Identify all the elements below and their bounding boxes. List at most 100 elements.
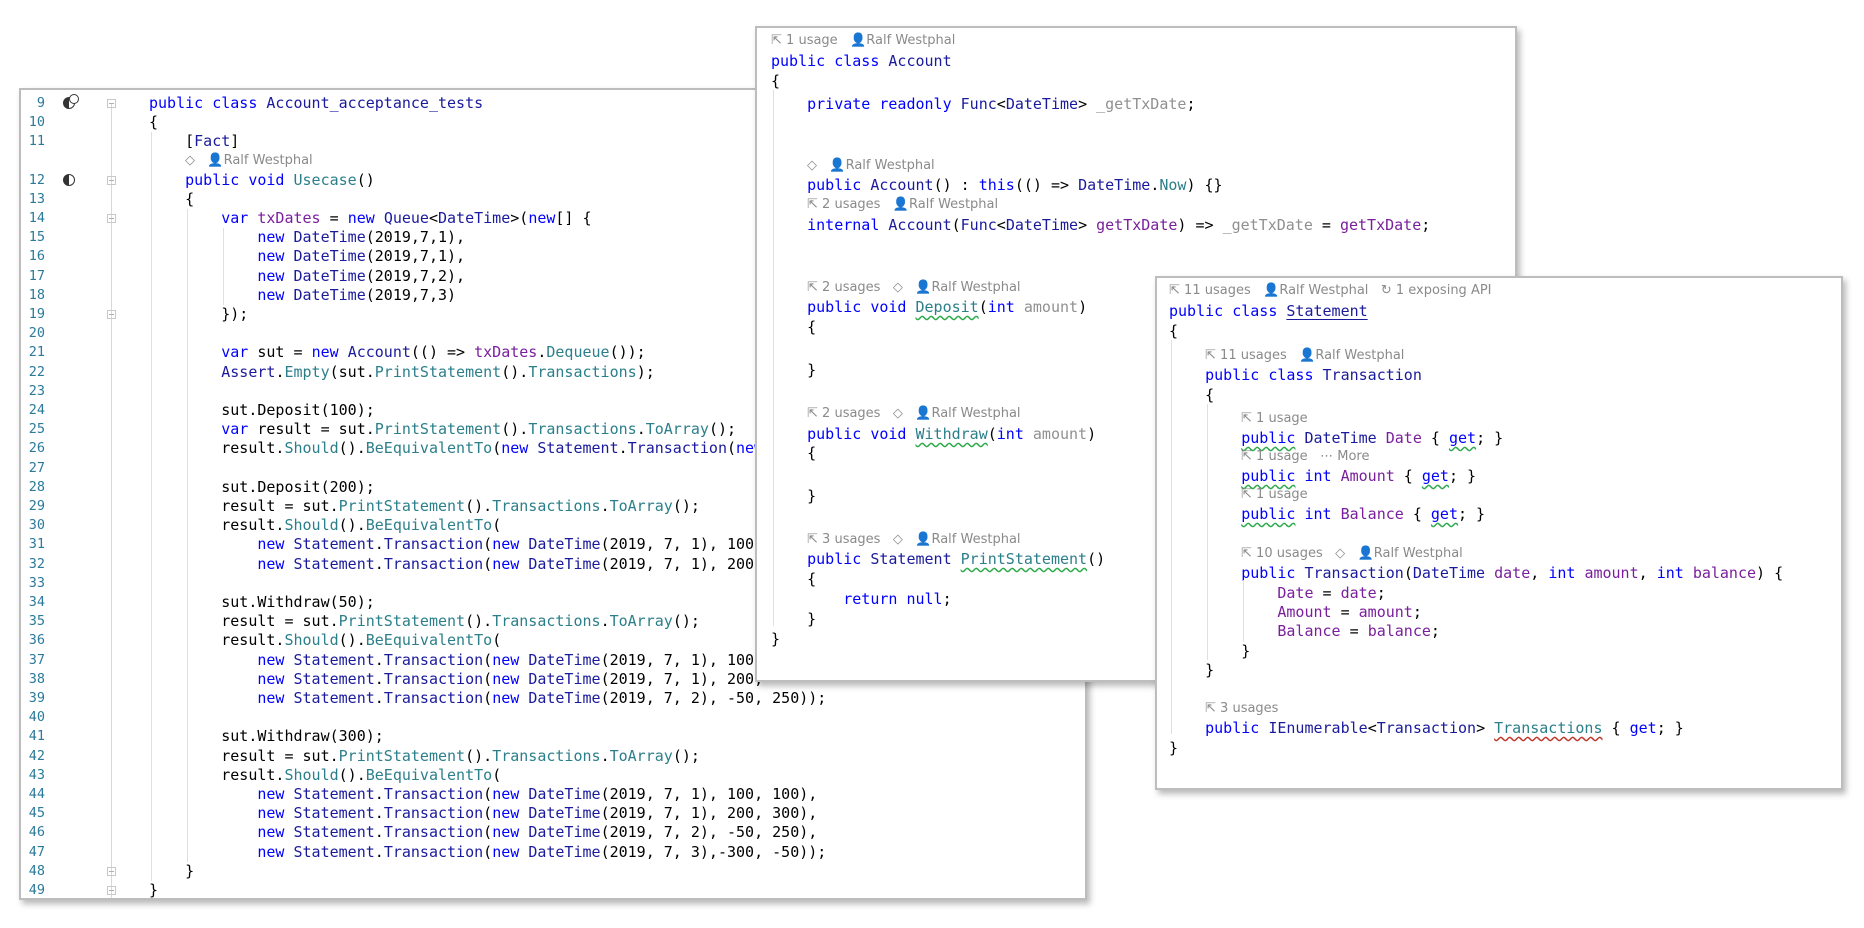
code-vision-hint[interactable]: ◇ 👤Ralf Westphal bbox=[807, 157, 935, 175]
code-line[interactable]: public void Deposit(int amount) bbox=[757, 298, 1515, 317]
code-vision-hint[interactable]: ⇱ 1 usage bbox=[1241, 410, 1308, 428]
code-line[interactable]: 30 result.Should().BeEquivalentTo( bbox=[21, 516, 1085, 535]
fold-toggle-icon[interactable] bbox=[107, 175, 116, 185]
code-line[interactable]: 28 sut.Deposit(200); bbox=[21, 478, 1085, 497]
code-line[interactable]: } bbox=[757, 630, 1515, 649]
code-line[interactable]: public Account() : this(() => DateTime.N… bbox=[757, 176, 1515, 195]
code-vision-hint[interactable]: ◇ 👤Ralf Westphal bbox=[185, 152, 313, 170]
fold-toggle-icon[interactable] bbox=[107, 866, 116, 876]
code-line[interactable]: public class Transaction bbox=[1157, 366, 1841, 385]
usages-count[interactable]: 3 usages bbox=[822, 532, 881, 547]
code-line[interactable]: return null; bbox=[757, 590, 1515, 609]
more-link[interactable]: More bbox=[1337, 449, 1370, 464]
code-line[interactable]: public IEnumerable<Transaction> Transact… bbox=[1157, 719, 1841, 738]
code-line[interactable]: public DateTime Date { get; } bbox=[1157, 429, 1841, 448]
code-line[interactable]: } bbox=[757, 361, 1515, 380]
code-line[interactable]: Date = date; bbox=[1157, 584, 1841, 603]
code-line[interactable]: { bbox=[1157, 386, 1841, 405]
usages-count[interactable]: 11 usages bbox=[1220, 348, 1287, 363]
code-line[interactable]: 39 new Statement.Transaction(new DateTim… bbox=[21, 689, 1085, 708]
code-line[interactable]: internal Account(Func<DateTime> getTxDat… bbox=[757, 216, 1515, 235]
api-count[interactable]: 1 exposing API bbox=[1395, 283, 1492, 298]
usages-count[interactable]: 1 usage bbox=[1256, 449, 1308, 464]
code-line[interactable]: 17 new DateTime(2019,7,2), bbox=[21, 267, 1085, 286]
usages-count[interactable]: 1 usage bbox=[1256, 487, 1308, 502]
code-line[interactable]: { bbox=[757, 570, 1515, 589]
code-vision-hint[interactable]: ⇱ 11 usages 👤Ralf Westphal ↻ 1 exposing … bbox=[1169, 282, 1492, 300]
code-line[interactable]: } bbox=[1157, 739, 1841, 758]
author-name[interactable]: Ralf Westphal bbox=[845, 158, 935, 173]
run-tests-icon[interactable] bbox=[63, 94, 79, 109]
code-vision-hint[interactable]: ⇱ 10 usages ◇ 👤Ralf Westphal bbox=[1241, 545, 1463, 563]
code-line[interactable]: 43 result.Should().BeEquivalentTo( bbox=[21, 766, 1085, 785]
code-line[interactable]: 48 } bbox=[21, 862, 1085, 881]
code-line[interactable]: 21 var sut = new Account(() => txDates.D… bbox=[21, 343, 1085, 362]
author-name[interactable]: Ralf Westphal bbox=[223, 152, 313, 168]
author-name[interactable]: Ralf Westphal bbox=[1315, 348, 1405, 363]
author-name[interactable]: Ralf Westphal bbox=[909, 197, 999, 212]
code-vision-hint[interactable]: ⇱ 1 usage bbox=[1241, 486, 1308, 504]
code-line[interactable]: 16 new DateTime(2019,7,1), bbox=[21, 247, 1085, 266]
code-line[interactable]: 25 var result = sut.PrintStatement().Tra… bbox=[21, 420, 1085, 439]
peek-statement-panel[interactable]: ⇱ 11 usages 👤Ralf Westphal ↻ 1 exposing … bbox=[1155, 276, 1843, 790]
code-line[interactable]: { bbox=[757, 318, 1515, 337]
code-line[interactable]: } bbox=[757, 487, 1515, 506]
author-name[interactable]: Ralf Westphal bbox=[866, 33, 956, 48]
code-line[interactable]: public void Withdraw(int amount) bbox=[757, 425, 1515, 444]
code-line[interactable]: 40 bbox=[21, 708, 1085, 727]
fold-toggle-icon[interactable] bbox=[107, 214, 116, 223]
code-line[interactable]: 38 new Statement.Transaction(new DateTim… bbox=[21, 670, 1085, 689]
code-line[interactable]: 26 result.Should().BeEquivalentTo(new St… bbox=[21, 439, 1085, 458]
usages-count[interactable]: 11 usages bbox=[1184, 283, 1251, 298]
code-line[interactable]: 45 new Statement.Transaction(new DateTim… bbox=[21, 804, 1085, 823]
fold-toggle-icon[interactable] bbox=[107, 99, 116, 108]
code-line[interactable]: 36 result.Should().BeEquivalentTo( bbox=[21, 631, 1085, 650]
code-vision-hint[interactable]: ⇱ 2 usages 👤Ralf Westphal bbox=[807, 196, 998, 214]
code-vision-hint[interactable]: ⇱ 1 usage ⋯ More bbox=[1241, 448, 1369, 466]
run-test-icon[interactable] bbox=[63, 173, 75, 186]
code-line[interactable]: 33 bbox=[21, 574, 1085, 593]
code-line[interactable]: 27 bbox=[21, 459, 1085, 478]
author-name[interactable]: Ralf Westphal bbox=[931, 280, 1021, 295]
code-line[interactable]: public class Statement bbox=[1157, 302, 1841, 321]
code-vision-hint[interactable]: ⇱ 3 usages ◇ 👤Ralf Westphal bbox=[807, 531, 1021, 549]
code-line[interactable]: 10{ bbox=[21, 113, 1085, 132]
code-line[interactable]: 14 var txDates = new Queue<DateTime>(new… bbox=[21, 209, 1085, 228]
code-vision-hint[interactable]: ⇱ 1 usage 👤Ralf Westphal bbox=[771, 32, 955, 50]
code-line[interactable]: { bbox=[757, 72, 1515, 91]
code-line[interactable]: } bbox=[1157, 642, 1841, 661]
code-line[interactable]: 19 }); bbox=[21, 305, 1085, 324]
code-line[interactable]: } bbox=[1157, 661, 1841, 680]
code-line[interactable]: 49} bbox=[21, 881, 1085, 898]
code-vision-hint[interactable]: ⇱ 2 usages ◇ 👤Ralf Westphal bbox=[807, 279, 1021, 297]
code-line[interactable]: 13 { bbox=[21, 190, 1085, 209]
author-name[interactable]: Ralf Westphal bbox=[1373, 546, 1463, 561]
code-line[interactable]: 47 new Statement.Transaction(new DateTim… bbox=[21, 843, 1085, 862]
code-line[interactable]: 11 [Fact] bbox=[21, 132, 1085, 151]
code-line[interactable]: 12 public void Usecase() bbox=[21, 171, 1085, 190]
author-name[interactable]: Ralf Westphal bbox=[1279, 283, 1369, 298]
fold-toggle-icon[interactable] bbox=[107, 310, 116, 319]
code-line[interactable]: 42 result = sut.PrintStatement().Transac… bbox=[21, 747, 1085, 766]
code-line[interactable]: 20 bbox=[21, 324, 1085, 343]
usages-count[interactable]: 2 usages bbox=[822, 280, 881, 295]
code-line[interactable]: 44 new Statement.Transaction(new DateTim… bbox=[21, 785, 1085, 804]
code-line[interactable]: 37 new Statement.Transaction(new DateTim… bbox=[21, 651, 1085, 670]
code-line[interactable]: public int Balance { get; } bbox=[1157, 505, 1841, 524]
author-name[interactable]: Ralf Westphal bbox=[931, 532, 1021, 547]
usages-count[interactable]: 2 usages bbox=[822, 406, 881, 421]
code-line[interactable]: Amount = amount; bbox=[1157, 603, 1841, 622]
code-vision-hint[interactable]: ⇱ 11 usages 👤Ralf Westphal bbox=[1205, 347, 1404, 365]
code-line[interactable]: { bbox=[1157, 322, 1841, 341]
code-line[interactable]: public Statement PrintStatement() bbox=[757, 550, 1515, 569]
code-line[interactable]: 35 result = sut.PrintStatement().Transac… bbox=[21, 612, 1085, 631]
author-name[interactable]: Ralf Westphal bbox=[931, 406, 1021, 421]
code-line[interactable]: } bbox=[757, 610, 1515, 629]
code-line[interactable]: 24 sut.Deposit(100); bbox=[21, 401, 1085, 420]
code-line[interactable]: 32 new Statement.Transaction(new DateTim… bbox=[21, 555, 1085, 574]
code-vision-hint[interactable]: ⇱ 3 usages bbox=[1205, 700, 1278, 718]
usages-count[interactable]: 1 usage bbox=[786, 33, 838, 48]
usages-count[interactable]: 2 usages bbox=[822, 197, 881, 212]
fold-toggle-icon[interactable] bbox=[107, 886, 116, 895]
